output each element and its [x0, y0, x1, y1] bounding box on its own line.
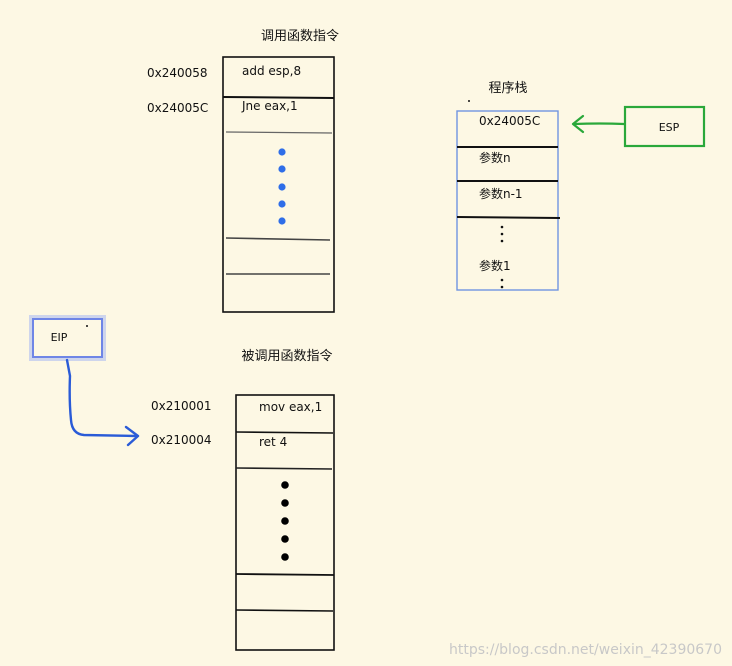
stack-block: 0x24005C 参数n 参数n-1 参数1 — [456, 110, 561, 291]
callee-divider — [235, 573, 335, 576]
esp-box — [623, 105, 706, 148]
callee-addr-1: 0x210004 — [151, 433, 212, 447]
stack-frame — [456, 110, 559, 291]
caller-dot — [278, 148, 286, 156]
callee-divider — [235, 467, 333, 470]
callee-dot — [281, 517, 289, 525]
caller-block: 0x240058 add esp,8 0x24005C Jne eax,1 — [147, 56, 335, 313]
caller-dot — [278, 165, 286, 173]
caller-instr-1: Jne eax,1 — [241, 99, 298, 113]
esp-register: ESP — [623, 105, 706, 148]
callee-divider — [235, 609, 334, 612]
stack-cell-1: 参数n — [479, 150, 511, 165]
stack-cell-2: 参数n-1 — [479, 186, 523, 201]
eip-label: EIP — [51, 331, 68, 344]
callee-instr-1: ret 4 — [259, 435, 287, 449]
caller-frame — [222, 56, 335, 313]
stack-ellipsis — [500, 225, 504, 243]
caller-ellipsis — [278, 148, 286, 225]
callee-frame — [235, 394, 335, 651]
callee-dot — [281, 499, 289, 507]
caller-dot — [278, 217, 286, 225]
callee-ellipsis — [281, 481, 289, 561]
esp-label: ESP — [659, 121, 680, 134]
stack-title: 程序栈 — [488, 81, 527, 96]
callee-dot — [281, 535, 289, 543]
callee-title: 被调用函数指令 — [241, 349, 332, 364]
caller-dot — [278, 200, 286, 208]
caller-addr-0: 0x240058 — [147, 66, 208, 80]
stack-stray-mark — [468, 100, 470, 102]
callee-instr-0: mov eax,1 — [259, 400, 322, 414]
stack-dot — [500, 225, 504, 229]
stack-cell-3: 参数1 — [479, 258, 511, 273]
caller-divider — [222, 96, 335, 99]
callee-dot — [281, 553, 289, 561]
esp-arrow — [571, 114, 626, 134]
caller-title: 调用函数指令 — [261, 29, 339, 44]
stack-cell-0: 0x24005C — [479, 114, 540, 128]
caller-divider — [225, 237, 331, 241]
caller-instr-0: add esp,8 — [242, 64, 301, 78]
callee-block: 0x210001 mov eax,1 0x210004 ret 4 — [151, 394, 335, 651]
eip-register: EIP — [29, 315, 106, 361]
stack-dot — [500, 285, 504, 289]
callee-dot — [281, 481, 289, 489]
caller-divider — [225, 131, 333, 134]
caller-addr-1: 0x24005C — [147, 101, 208, 115]
callee-divider — [235, 431, 334, 434]
stack-dot — [500, 278, 504, 282]
eip-arrow-shaft — [65, 358, 138, 438]
callee-addr-0: 0x210001 — [151, 399, 212, 413]
eip-box — [32, 318, 103, 358]
eip-stray-mark — [86, 325, 88, 327]
esp-arrow-head — [571, 114, 585, 134]
watermark: https://blog.csdn.net/weixin_42390670 — [449, 642, 722, 658]
eip-arrow-head — [124, 425, 140, 447]
eip-arrow — [65, 358, 140, 447]
esp-arrow-shaft — [572, 122, 626, 126]
stack-dot — [500, 239, 504, 243]
stack-divider — [456, 216, 561, 219]
stack-dot — [500, 232, 504, 236]
caller-dot — [278, 183, 286, 191]
